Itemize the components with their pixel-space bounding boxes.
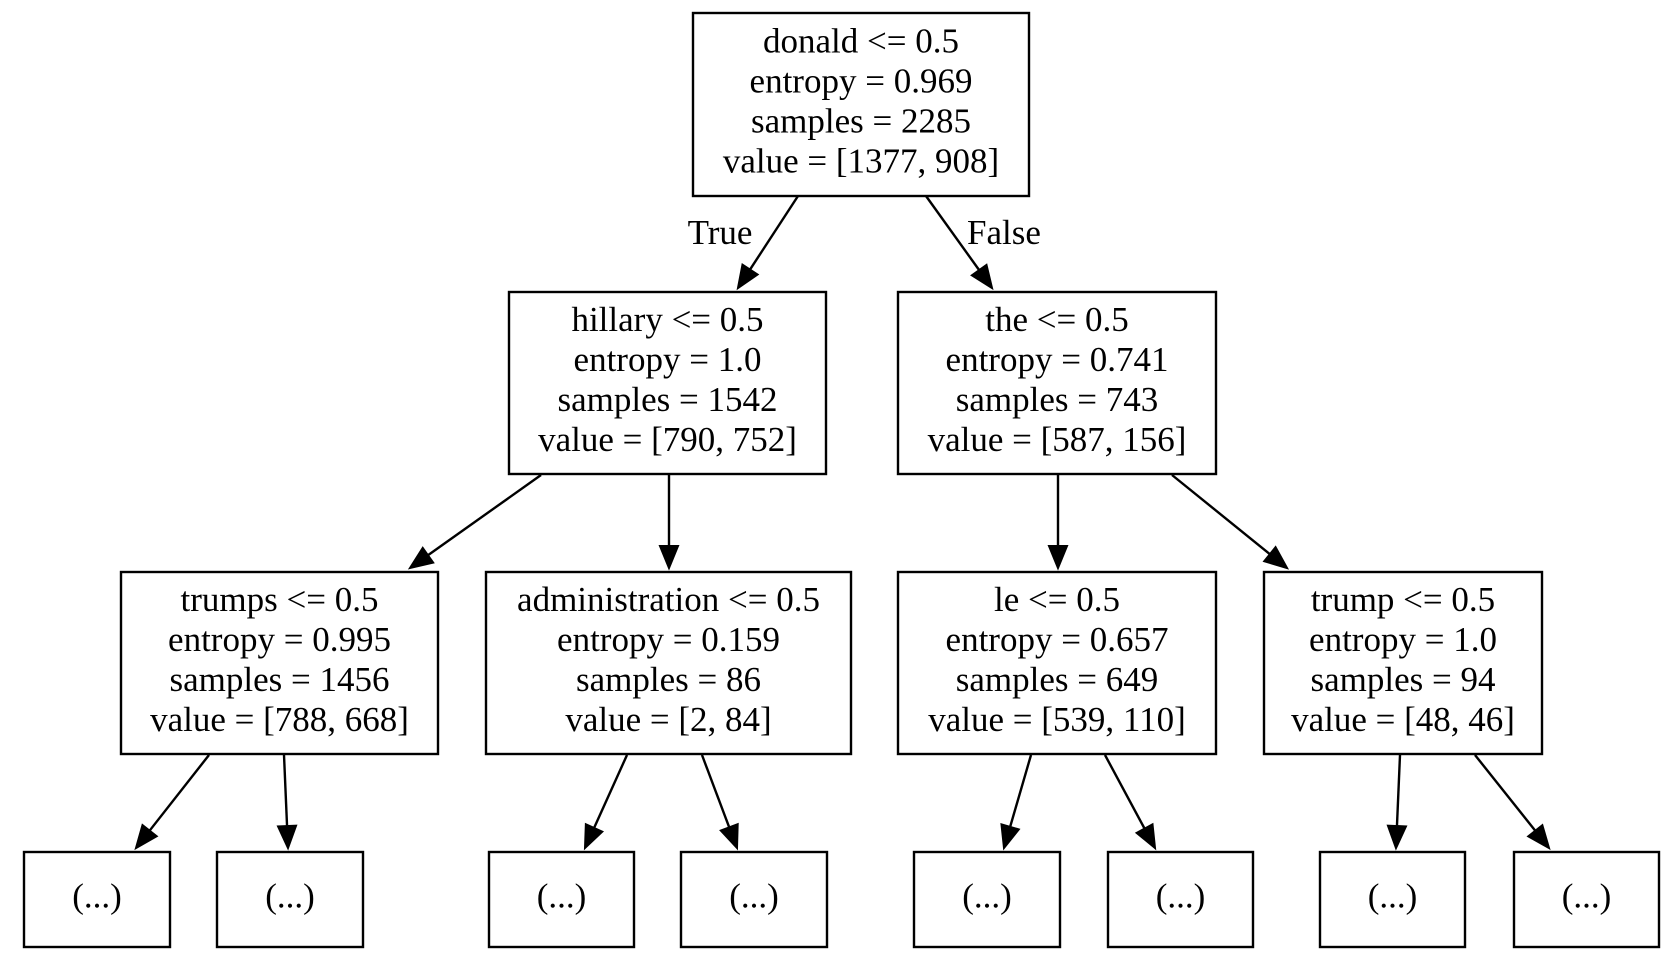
- node-line-0: trump <= 0.5: [1311, 580, 1495, 619]
- edge-line: [1397, 755, 1400, 826]
- arrowhead-icon: [972, 265, 992, 288]
- tree-node-leaf-8: (...): [1514, 852, 1659, 947]
- leaf-placeholder-text: (...): [962, 877, 1012, 916]
- node-line-2: samples = 86: [576, 660, 761, 699]
- edge-line: [428, 475, 541, 555]
- arrowhead-icon: [1049, 546, 1067, 568]
- node-line-2: samples = 94: [1311, 660, 1496, 699]
- tree-node-n-trumps: trumps <= 0.5entropy = 0.995samples = 14…: [121, 572, 438, 754]
- node-line-2: samples = 2285: [751, 102, 971, 141]
- node-line-2: samples = 743: [956, 380, 1159, 419]
- node-line-3: value = [790, 752]: [538, 420, 797, 459]
- edge-n-hillary-to-n-administration: [660, 475, 678, 568]
- arrowhead-icon: [585, 824, 602, 848]
- node-line-2: samples = 1456: [170, 660, 390, 699]
- arrowhead-icon: [1388, 826, 1406, 848]
- edge-line: [750, 196, 798, 270]
- edge-n-trumps-to-leaf-1: [136, 755, 209, 848]
- edge-n-le-to-leaf-5: [1001, 755, 1031, 848]
- node-line-0: the <= 0.5: [985, 300, 1129, 339]
- node-line-0: trumps <= 0.5: [181, 580, 379, 619]
- node-line-1: entropy = 1.0: [1309, 620, 1497, 659]
- tree-node-n-administration: administration <= 0.5entropy = 0.159samp…: [486, 572, 851, 754]
- node-line-3: value = [1377, 908]: [723, 142, 999, 181]
- node-line-2: samples = 1542: [558, 380, 778, 419]
- node-line-0: le <= 0.5: [994, 580, 1120, 619]
- edge-n-trump-to-leaf-7: [1388, 755, 1406, 848]
- tree-node-root: donald <= 0.5entropy = 0.969samples = 22…: [693, 13, 1029, 196]
- edge-line: [1172, 475, 1270, 554]
- tree-node-n-the: the <= 0.5entropy = 0.741samples = 743va…: [898, 292, 1216, 474]
- node-line-0: administration <= 0.5: [517, 580, 820, 619]
- arrowhead-icon: [1001, 824, 1018, 848]
- tree-node-leaf-1: (...): [24, 852, 170, 947]
- node-line-3: value = [587, 156]: [928, 420, 1187, 459]
- leaf-placeholder-text: (...): [537, 877, 587, 916]
- leaf-placeholder-text: (...): [1368, 877, 1418, 916]
- tree-node-leaf-3: (...): [489, 852, 634, 947]
- leaf-placeholder-text: (...): [1562, 877, 1612, 916]
- leaf-placeholder-text: (...): [1156, 877, 1206, 916]
- edge-n-administration-to-leaf-3: [585, 755, 627, 848]
- edge-root-to-n-hillary: True: [688, 196, 798, 288]
- arrowhead-icon: [1264, 547, 1287, 568]
- node-line-3: value = [539, 110]: [928, 700, 1186, 739]
- tree-node-leaf-5: (...): [914, 852, 1060, 947]
- node-line-1: entropy = 0.159: [557, 620, 780, 659]
- tree-node-n-trump: trump <= 0.5entropy = 1.0samples = 94val…: [1264, 572, 1542, 754]
- arrowhead-icon: [738, 265, 758, 288]
- edge-line: [1105, 755, 1145, 829]
- edge-line: [702, 755, 729, 827]
- edge-n-the-to-n-trump: [1172, 475, 1287, 568]
- tree-node-leaf-6: (...): [1108, 852, 1253, 947]
- node-line-1: entropy = 0.741: [946, 340, 1169, 379]
- node-line-3: value = [2, 84]: [565, 700, 771, 739]
- node-line-1: entropy = 1.0: [574, 340, 762, 379]
- edge-line: [594, 755, 627, 828]
- arrowhead-icon: [410, 548, 433, 568]
- node-line-1: entropy = 0.969: [750, 62, 973, 101]
- arrowhead-icon: [278, 826, 296, 848]
- arrowhead-icon: [721, 824, 738, 848]
- edge-line: [284, 755, 287, 826]
- tree-node-leaf-4: (...): [681, 852, 827, 947]
- arrowhead-icon: [1528, 825, 1549, 848]
- leaf-placeholder-text: (...): [265, 877, 315, 916]
- node-line-1: entropy = 0.657: [946, 620, 1169, 659]
- node-line-3: value = [788, 668]: [150, 700, 409, 739]
- arrowhead-icon: [136, 825, 157, 848]
- edge-n-the-to-n-le: [1049, 475, 1067, 568]
- nodes-layer: donald <= 0.5entropy = 0.969samples = 22…: [24, 13, 1659, 947]
- node-line-2: samples = 649: [956, 660, 1159, 699]
- edge-n-le-to-leaf-6: [1105, 755, 1155, 848]
- edge-label-true: True: [688, 213, 753, 252]
- node-line-0: hillary <= 0.5: [571, 300, 763, 339]
- node-line-3: value = [48, 46]: [1291, 700, 1515, 739]
- tree-node-n-hillary: hillary <= 0.5entropy = 1.0samples = 154…: [509, 292, 826, 474]
- arrowhead-icon: [660, 546, 678, 568]
- leaf-placeholder-text: (...): [729, 877, 779, 916]
- edge-n-hillary-to-n-trumps: [410, 475, 541, 568]
- tree-node-n-le: le <= 0.5entropy = 0.657samples = 649val…: [898, 572, 1216, 754]
- leaf-placeholder-text: (...): [72, 877, 122, 916]
- tree-node-leaf-2: (...): [217, 852, 363, 947]
- arrowhead-icon: [1137, 824, 1155, 848]
- edge-line: [150, 755, 209, 831]
- node-line-1: entropy = 0.995: [168, 620, 391, 659]
- edge-root-to-n-the: False: [926, 196, 1041, 288]
- edge-n-trumps-to-leaf-2: [278, 755, 296, 848]
- edge-label-false: False: [967, 213, 1041, 252]
- node-line-0: donald <= 0.5: [763, 22, 959, 61]
- edge-line: [1475, 755, 1535, 831]
- edge-n-administration-to-leaf-4: [702, 755, 738, 848]
- edge-n-trump-to-leaf-8: [1475, 755, 1549, 848]
- edge-line: [1010, 755, 1031, 827]
- tree-node-leaf-7: (...): [1320, 852, 1465, 947]
